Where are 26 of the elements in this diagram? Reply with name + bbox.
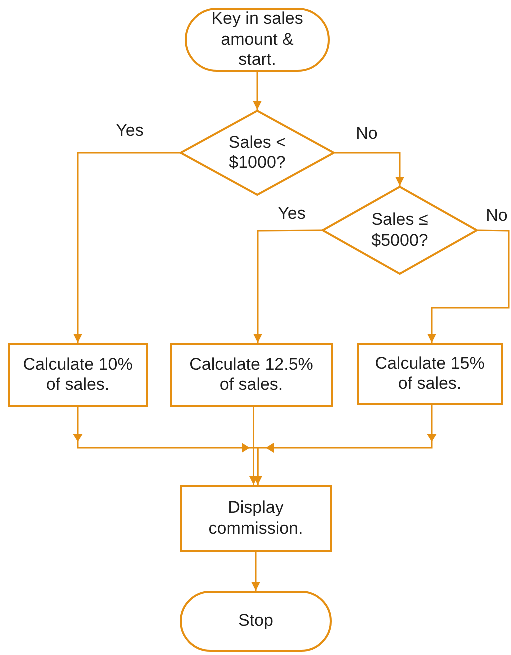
process-box	[357, 343, 503, 405]
flow-arrow	[252, 552, 260, 591]
process-box	[170, 343, 333, 407]
edge-label: Yes	[278, 205, 306, 222]
node-text: Key in sales amount & start.	[210, 9, 304, 71]
process-box	[180, 485, 332, 552]
edge-label: No	[356, 125, 378, 142]
flow-arrow	[253, 72, 262, 110]
flow-arrow	[254, 405, 437, 485]
node-text: Display commission.	[208, 498, 304, 539]
flow-arrow	[74, 152, 180, 343]
decision-diamond	[322, 186, 478, 275]
edge-label: No	[486, 207, 508, 224]
flow-arrow	[335, 152, 404, 186]
flow-arrow	[428, 230, 510, 343]
flow-arrow	[254, 230, 322, 343]
node-text: Calculate 15% of sales.	[374, 354, 486, 394]
decision-diamond	[180, 110, 335, 196]
edge-label: Yes	[116, 122, 144, 139]
node-text: Sales < $1000?	[228, 132, 288, 174]
node-text: Sales ≤ $5000?	[370, 210, 430, 251]
node-text: Calculate 10% of sales.	[22, 354, 134, 396]
flow-arrow	[249, 407, 258, 485]
node-text: Stop	[238, 611, 274, 632]
process-box	[8, 343, 148, 407]
node-text: Calculate 12.5% of sales.	[188, 354, 314, 396]
